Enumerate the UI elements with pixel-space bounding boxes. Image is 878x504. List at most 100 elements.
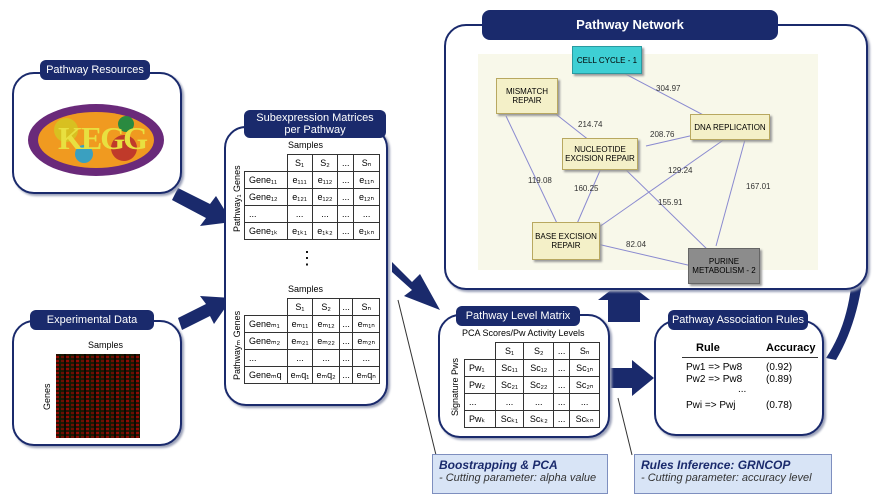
- value-cell: ...: [338, 349, 354, 367]
- rule-text: Pw1 => Pw8: [686, 362, 743, 373]
- expression-heatmap: [56, 354, 140, 438]
- bottom-genes-label: Pathwayₘ Genes: [232, 310, 242, 380]
- matrix-col-header: S₂: [312, 298, 340, 316]
- score-cell: ...: [553, 376, 571, 394]
- rule-ellipsis: ...: [738, 384, 747, 395]
- value-cell: e₁ₖ₂: [311, 222, 339, 240]
- value-cell: ...: [311, 205, 339, 223]
- value-cell: ...: [338, 315, 354, 333]
- value-cell: e₁₁₂: [311, 171, 339, 189]
- score-cell: ...: [569, 393, 600, 411]
- gene-cell: Gene₁ₖ: [244, 222, 288, 240]
- pw-cell: Pw₁: [464, 359, 496, 377]
- value-cell: eₘ₁₂: [312, 315, 340, 333]
- edge-label: 208.76: [650, 130, 675, 139]
- score-cell: Sc₂ₙ: [569, 376, 600, 394]
- score-cell: Sc₁ₙ: [569, 359, 600, 377]
- value-cell: eₘ₁₁: [286, 315, 314, 333]
- node-nucleotide-excision: NUCLEOTIDE EXCISION REPAIR: [562, 138, 638, 170]
- heatmap-genes-label: Genes: [42, 383, 52, 410]
- network-edges: [505, 67, 747, 267]
- score-cell: Sc₂₂: [523, 376, 555, 394]
- value-cell: eₘ₂₁: [286, 332, 314, 350]
- signature-pws-label: Signature Pws: [450, 357, 460, 416]
- pathway-level-panel: PCA Scores/Pw Activity Levels Signature …: [438, 314, 610, 438]
- node-dna-replication: DNA REPLICATION: [690, 114, 770, 140]
- matrix-col-header: ...: [337, 154, 355, 172]
- node-cell-cycle: CELL CYCLE - 1: [572, 46, 642, 74]
- value-cell: ...: [337, 171, 355, 189]
- value-cell: ...: [338, 366, 354, 384]
- edge-label: 304.97: [656, 84, 681, 93]
- score-cell: Sc₁₂: [523, 359, 555, 377]
- pw-cell: Pwₖ: [464, 410, 496, 428]
- kegg-logo: [28, 104, 164, 176]
- matrix-col-header: S₂: [311, 154, 339, 172]
- association-rules-title: Pathway Association Rules: [668, 310, 808, 330]
- edge-label: 167.01: [746, 182, 771, 191]
- score-cell: Sc₂₁: [494, 376, 525, 394]
- matrix-col-header: S₁: [494, 342, 525, 360]
- subexpression-panel: Samples Pathway₁ Genes S₁ S₂ ... Sₙ Gene…: [224, 126, 388, 406]
- gene-cell: Gene₁₂: [244, 188, 288, 206]
- edge-dnarep-purine: [715, 135, 747, 247]
- arrow-levelmatrix-to-rules: [606, 360, 654, 396]
- bootstrapping-note-text: - Cutting parameter: alpha value: [439, 472, 597, 484]
- value-cell: ...: [352, 349, 380, 367]
- value-cell: ...: [312, 349, 340, 367]
- bootstrapping-note-title: Boostrapping & PCA: [439, 458, 558, 472]
- value-cell: ...: [286, 205, 313, 223]
- pathway-resources-panel: KEGG: [12, 72, 182, 194]
- matrix-col-header: Sₙ: [569, 342, 600, 360]
- edge-mismatch-base: [505, 115, 565, 239]
- value-cell: eₘ₂₂: [312, 332, 340, 350]
- value-cell: e₁₂ₙ: [353, 188, 380, 206]
- value-cell: e₁ₖₙ: [353, 222, 380, 240]
- pw-cell: Pw₂: [464, 376, 496, 394]
- score-cell: Scₖₙ: [569, 410, 600, 428]
- matrix-col-header: S₁: [286, 154, 313, 172]
- arrow-expdata-to-subexpr: [178, 296, 232, 330]
- experimental-data-title: Experimental Data: [30, 310, 154, 330]
- value-cell: e₁₂₁: [286, 188, 313, 206]
- value-cell: e₁₂₂: [311, 188, 339, 206]
- pca-scores-label: PCA Scores/Pw Activity Levels: [462, 328, 585, 338]
- value-cell: eₘq₂: [312, 366, 340, 384]
- rules-inference-note-text: - Cutting parameter: accuracy level: [641, 472, 812, 484]
- matrix-col-header: Sₙ: [352, 298, 380, 316]
- gene-cell: Gene₁₁: [244, 171, 288, 189]
- value-cell: ...: [353, 205, 380, 223]
- rules-inference-note-title: Rules Inference: GRNCOP: [641, 458, 791, 472]
- pathway-resources-title: Pathway Resources: [40, 60, 150, 80]
- edge-label: 155.91: [658, 198, 683, 207]
- edge-label: 82.04: [626, 240, 647, 249]
- score-cell: ...: [494, 393, 525, 411]
- value-cell: e₁₁₁: [286, 171, 313, 189]
- matrix-col-header: ...: [553, 342, 571, 360]
- rules-inference-note: Rules Inference: GRNCOP - Cutting parame…: [634, 454, 832, 494]
- rule-accuracy: (0.92): [766, 362, 793, 373]
- gene-cell: Geneₘ₂: [244, 332, 288, 350]
- score-cell: Scₖ₁: [494, 410, 525, 428]
- rule-accuracy: (0.89): [766, 374, 793, 385]
- edge-label: 129.24: [668, 166, 693, 175]
- rules-divider: [682, 357, 818, 358]
- score-cell: ...: [553, 393, 571, 411]
- arrow-resources-to-subexpr: [172, 188, 232, 226]
- rules-col-rule: Rule: [696, 342, 720, 354]
- gene-cell: Geneₘ₁: [244, 315, 288, 333]
- value-cell: e₁₁ₙ: [353, 171, 380, 189]
- value-cell: eₘ₁ₙ: [352, 315, 380, 333]
- bottom-samples-label: Samples: [288, 284, 324, 294]
- value-cell: ...: [337, 205, 355, 223]
- top-samples-label: Samples: [288, 140, 324, 150]
- value-cell: ...: [337, 222, 355, 240]
- node-mismatch-repair: MISMATCH REPAIR: [496, 78, 558, 114]
- matrices-ellipsis: ⋮: [298, 248, 316, 268]
- rule-text: Pwi => Pwj: [686, 400, 736, 411]
- association-rules-panel: Rule Accuracy Pw1 => Pw8 (0.92) Pw2 => P…: [654, 320, 824, 436]
- value-cell: e₁ₖ₁: [286, 222, 313, 240]
- matrix-col-header: S₂: [523, 342, 555, 360]
